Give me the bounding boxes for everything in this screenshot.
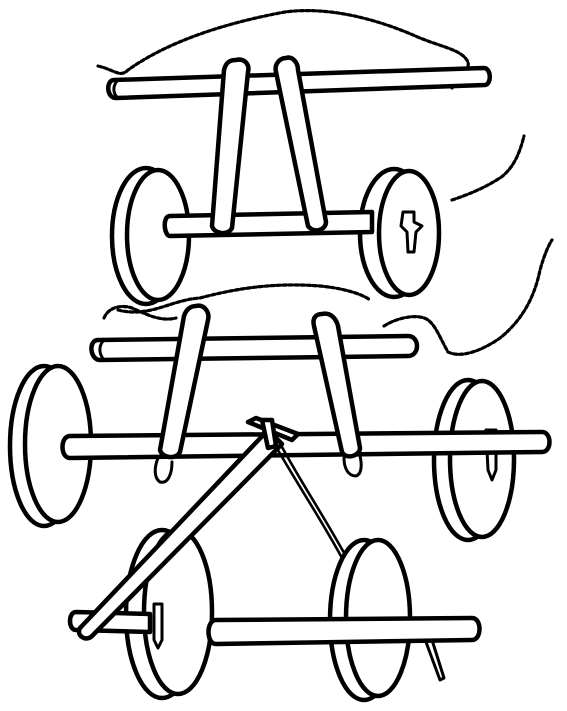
upper-right-axle-pin bbox=[399, 210, 424, 254]
lower-left-axle-pin bbox=[152, 602, 164, 650]
middle-chain bbox=[116, 283, 372, 314]
middle-left-chain-loop bbox=[102, 304, 178, 321]
upper-a-frame-left-leg bbox=[209, 57, 251, 236]
middle-right-foot bbox=[342, 454, 363, 478]
middle-a-frame-right-leg bbox=[311, 311, 363, 459]
upper-axle bbox=[162, 209, 375, 239]
lower-axle bbox=[206, 615, 482, 647]
lower-cord-end bbox=[424, 638, 446, 682]
lower-cart-assembly bbox=[67, 415, 482, 703]
middle-yoke-bar-end-cap bbox=[98, 338, 106, 362]
lower-crossed-stick-upright bbox=[259, 417, 279, 451]
upper-right-trailing-chain bbox=[450, 134, 526, 202]
upper-chain bbox=[96, 8, 470, 90]
middle-yoke-bar bbox=[89, 333, 420, 363]
middle-right-chain bbox=[382, 238, 554, 356]
lower-long-pole bbox=[76, 427, 285, 641]
middle-right-wheel bbox=[431, 377, 517, 543]
upper-left-wheel bbox=[109, 165, 192, 307]
upper-right-wheel bbox=[357, 166, 442, 300]
middle-cart-assembly bbox=[7, 238, 554, 543]
middle-axle bbox=[60, 429, 552, 461]
middle-left-foot bbox=[153, 456, 174, 484]
upper-cart-assembly bbox=[96, 8, 526, 307]
upper-a-frame-right-leg bbox=[273, 55, 329, 233]
lower-cord-second-strand bbox=[274, 434, 350, 562]
middle-a-frame-left-leg bbox=[157, 303, 211, 460]
upper-yoke-bar-end-cap bbox=[112, 78, 120, 100]
middle-right-axle-pin bbox=[484, 428, 498, 482]
